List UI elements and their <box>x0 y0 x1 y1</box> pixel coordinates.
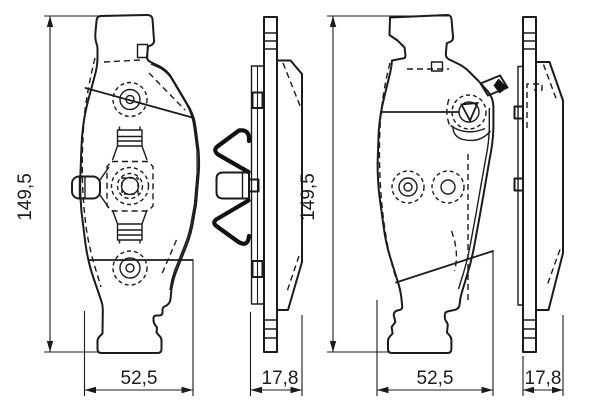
left-pad-guide-pin <box>71 175 101 200</box>
left-pad-bottom-bore <box>112 250 148 286</box>
width-dimension-left: 52,5 <box>83 261 194 396</box>
anti-rattle-spring <box>212 128 260 246</box>
right-pad-side-view <box>513 16 564 353</box>
left-pad-side-view <box>250 16 303 353</box>
right-pad-friction-edge <box>457 108 490 290</box>
spring-upper-arm <box>213 128 252 175</box>
left-width-label: 52,5 <box>121 368 158 389</box>
wear-sensor <box>380 74 509 142</box>
left-pad-top-bore <box>112 81 148 118</box>
right-pad-abutment-line <box>395 250 494 284</box>
right-height-label: 149,5 <box>298 173 319 221</box>
left-pad-chamfer-dashed <box>81 57 102 288</box>
width-dimension-right: 52,5 <box>376 251 494 396</box>
left-pad-damper-assembly <box>71 126 154 244</box>
left-pad-lug-notch <box>136 43 149 59</box>
left-height-label: 149,5 <box>15 173 36 221</box>
left-side-friction <box>276 59 303 311</box>
sensor-tab-tip <box>493 78 508 94</box>
left-side-clip-upper <box>251 91 264 109</box>
right-pad-dashed-curve <box>450 230 458 272</box>
right-thickness-label: 17,8 <box>525 368 562 389</box>
right-pad-lug-notch <box>430 61 444 72</box>
sensor-contact <box>460 101 479 123</box>
right-pad-chamfer-dashed <box>378 62 397 279</box>
left-side-clip-lower <box>251 260 264 278</box>
right-side-backplate <box>522 16 537 353</box>
spring-boss <box>215 171 250 200</box>
left-side-backplate <box>263 16 278 353</box>
right-pad-bores <box>391 170 465 204</box>
left-pad-front-view <box>71 14 201 354</box>
right-side-friction <box>535 61 564 311</box>
left-pad-backplate-outline <box>79 14 201 354</box>
spring-boss-nub <box>248 178 260 193</box>
height-dimension-left: 149,5 <box>15 15 102 353</box>
thickness-dimension-right: 17,8 <box>522 315 564 396</box>
left-thickness-label: 17,8 <box>262 368 299 389</box>
height-dimension-right: 149,5 <box>298 15 448 353</box>
right-width-label: 52,5 <box>417 368 454 389</box>
right-pad-backplate-outline <box>376 14 495 354</box>
right-side-clip-upper <box>513 105 524 120</box>
left-pad-top-dashed-diagonal <box>148 72 186 111</box>
right-side-clip-lower <box>513 177 524 192</box>
right-pad-front-view <box>376 14 509 354</box>
thickness-dimension-left: 17,8 <box>249 312 303 396</box>
left-pad-friction-edge <box>150 63 198 291</box>
left-pad-lug-dashed <box>103 59 141 63</box>
left-pad-bottom-dashed-diagonal <box>160 239 178 277</box>
spring-lower-arm <box>212 198 252 246</box>
right-side-sensor-dashed <box>526 83 543 128</box>
